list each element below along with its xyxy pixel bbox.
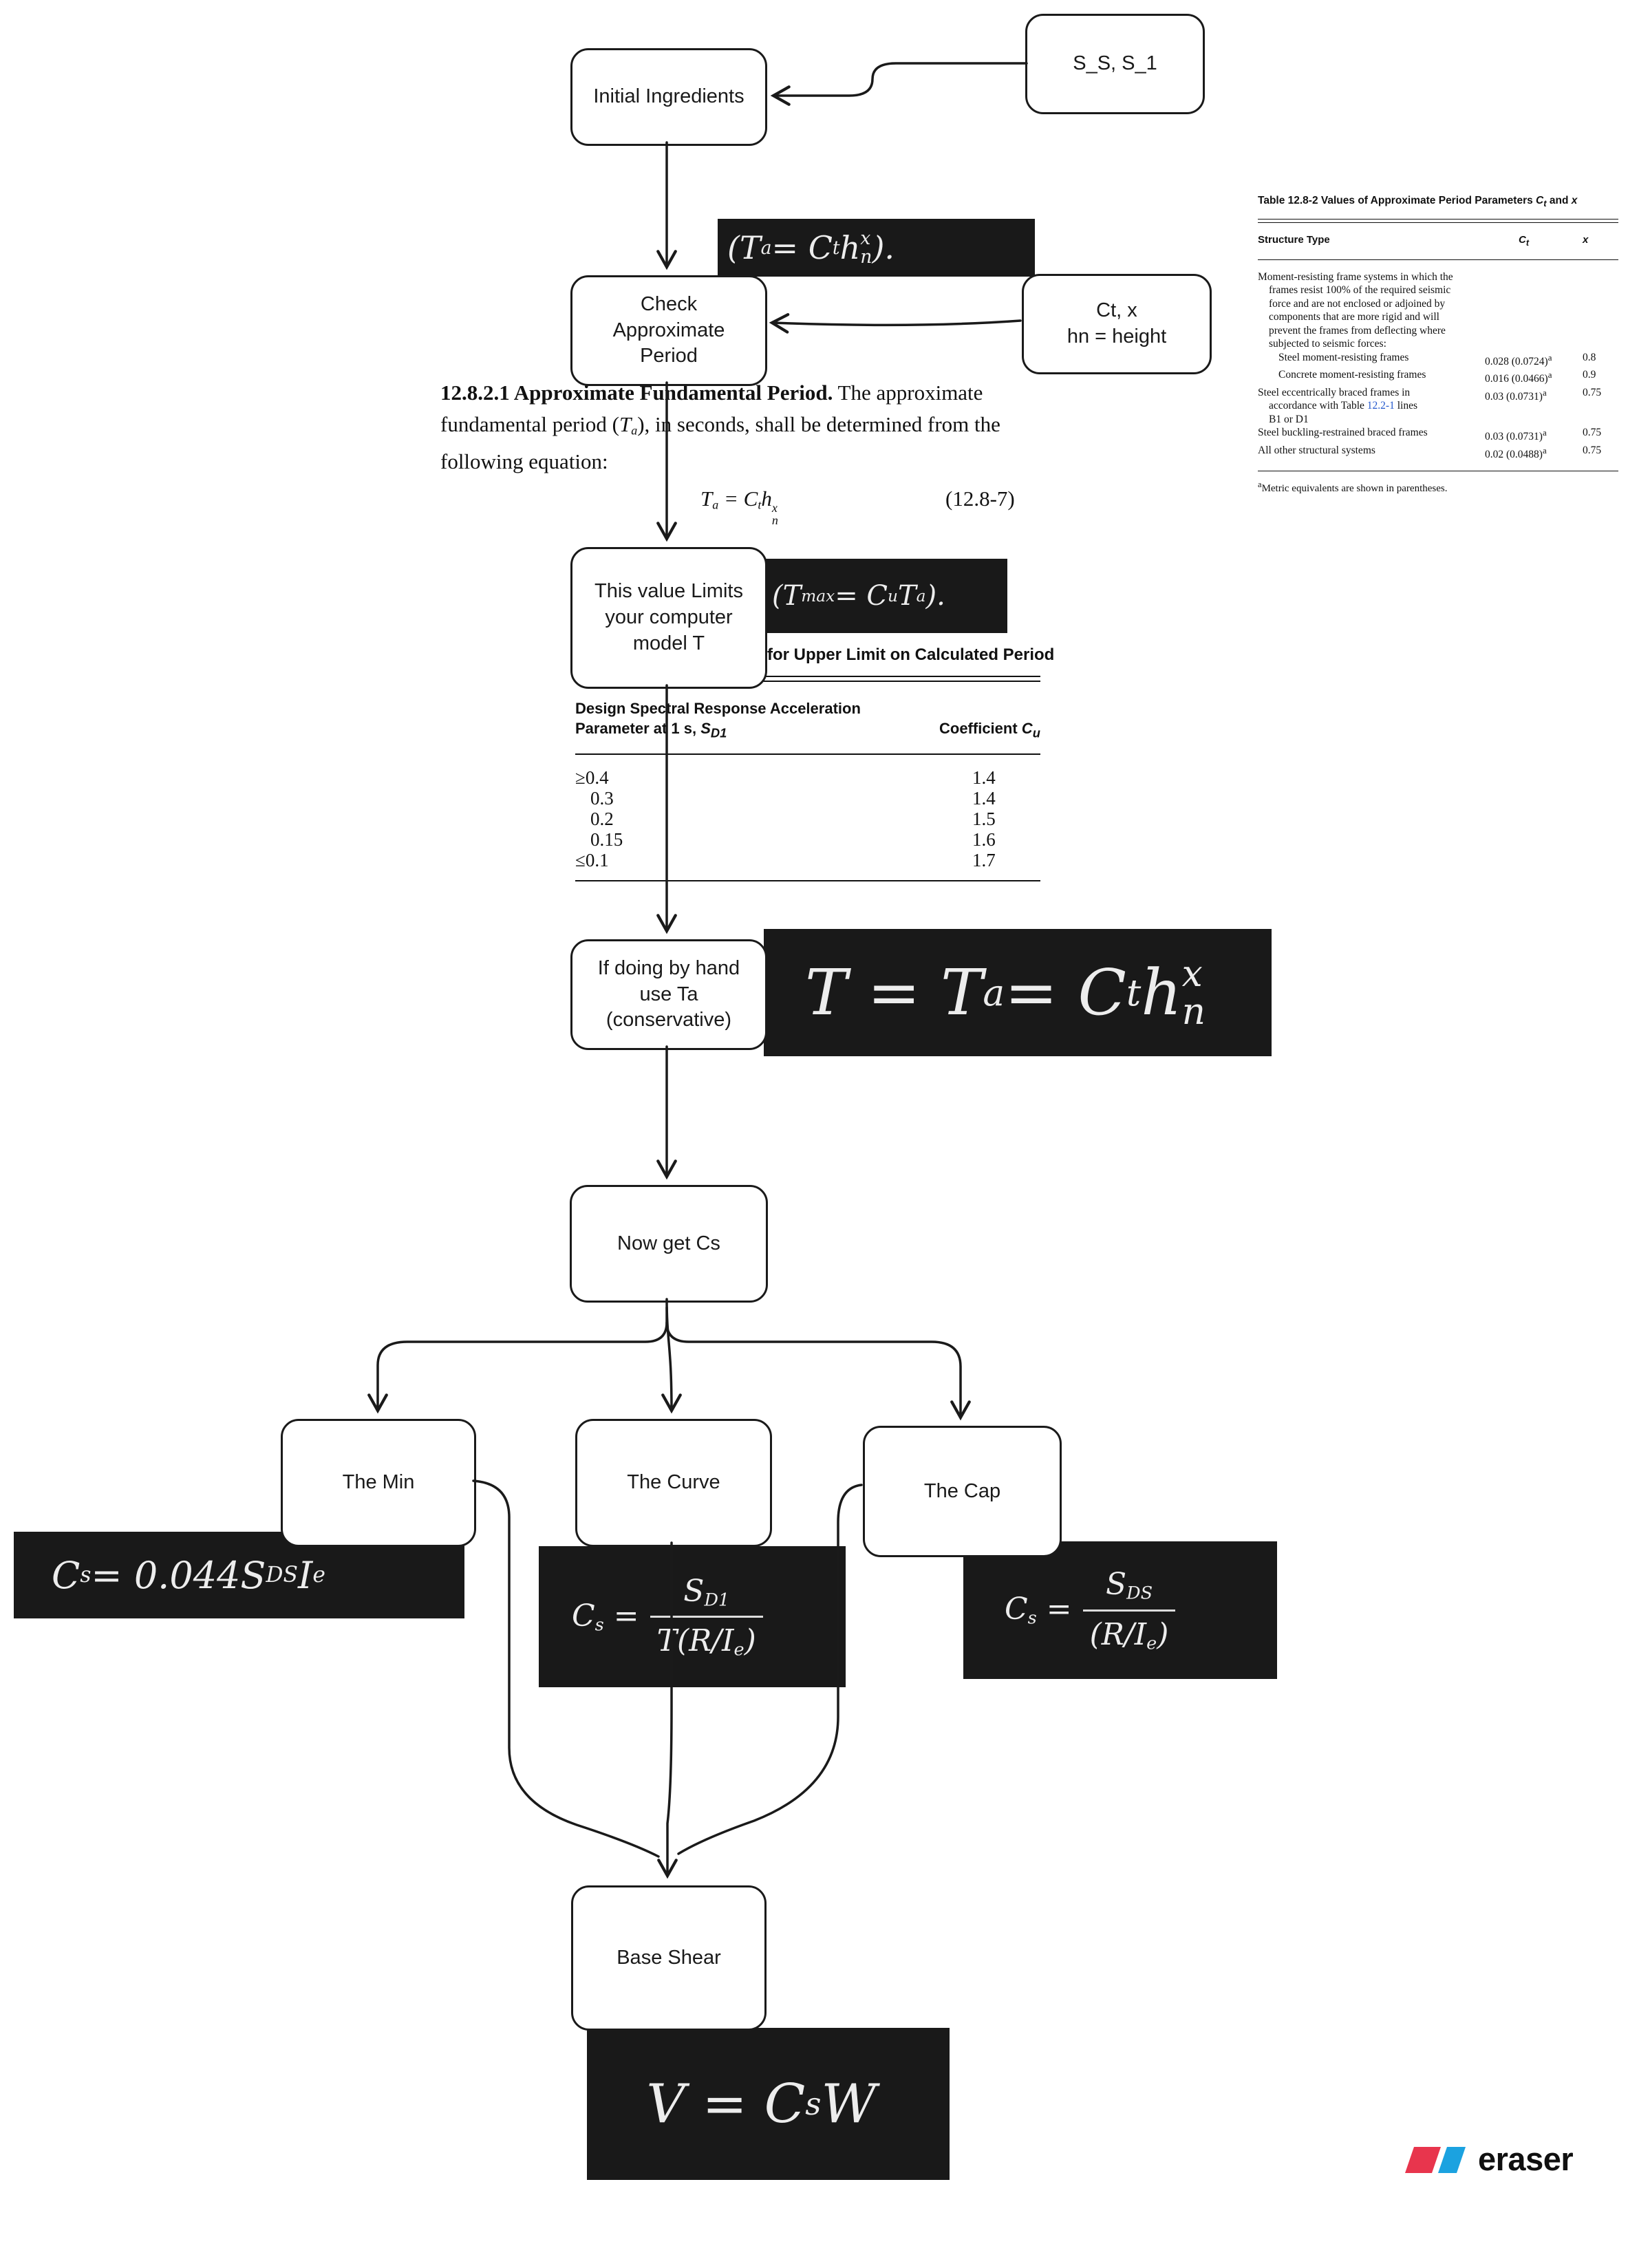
node-ss-s1[interactable]: S_S, S_1 bbox=[1025, 14, 1205, 114]
table-12-8-2-body: Moment-resisting frame systems in which … bbox=[1258, 270, 1618, 462]
edge-ss-to-initial bbox=[770, 62, 1028, 106]
fraction-denominator: T(R/Ie) bbox=[656, 1623, 756, 1660]
node-the-min[interactable]: The Min bbox=[281, 1419, 476, 1547]
equation-number: (12.8-7) bbox=[945, 486, 1015, 511]
node-limit-computer-model[interactable]: This value Limits your computer model T bbox=[570, 547, 767, 689]
fraction: SDS (R/Ie) bbox=[1082, 1567, 1176, 1654]
table-rule bbox=[575, 880, 1040, 882]
table-header: Design Spectral Response Acceleration Pa… bbox=[575, 698, 1040, 742]
node-base-shear[interactable]: Base Shear bbox=[571, 1885, 767, 2031]
edge-cs-to-curve bbox=[661, 1298, 682, 1414]
edge-cs-to-min bbox=[367, 1306, 668, 1414]
edge-cs-to-cap bbox=[665, 1321, 971, 1421]
table-row: Moment-resisting frame systems in which … bbox=[1258, 270, 1453, 350]
column-header: Design Spectral Response Acceleration bbox=[575, 700, 861, 717]
excerpt-line: following equation: bbox=[440, 449, 608, 474]
eraser-logo-red bbox=[1405, 2146, 1441, 2173]
table-rule bbox=[1258, 259, 1618, 260]
edge-ctx-to-check bbox=[769, 313, 1022, 334]
table-header: Structure Type Ct x bbox=[1258, 233, 1618, 250]
eraser-logo-blue bbox=[1438, 2146, 1466, 2173]
table-rule bbox=[575, 753, 1040, 756]
equation-cs-curve: Cs = SD1 T(R/Ie) bbox=[539, 1546, 846, 1687]
table-rule bbox=[1258, 219, 1618, 224]
equation-cs-cap-lhs: Cs = bbox=[1005, 1592, 1072, 1629]
code-excerpt-12-8-2-1: 12.8.2.1 Approximate Fundamental Period.… bbox=[440, 377, 1060, 526]
node-now-get-cs[interactable]: Now get Cs bbox=[570, 1185, 768, 1303]
fraction-denominator: (R/Ie) bbox=[1089, 1616, 1169, 1654]
table-12-8-2: Table 12.8-2 Values of Approximate Perio… bbox=[1258, 194, 1618, 495]
column-header: Structure Type bbox=[1258, 234, 1330, 246]
excerpt-line: fundamental period (Ta), in seconds, sha… bbox=[440, 412, 1000, 438]
eraser-icon bbox=[1405, 2146, 1466, 2173]
column-header: Coefficient Cu bbox=[939, 720, 1040, 740]
node-initial-ingredients[interactable]: Initial Ingredients bbox=[570, 48, 767, 146]
table-title: Table 12.8-2 Values of Approximate Perio… bbox=[1258, 195, 1578, 209]
node-check-approximate-period[interactable]: Check Approximate Period bbox=[570, 275, 767, 386]
fraction-numerator: SDS bbox=[1082, 1567, 1176, 1612]
node-if-by-hand-use-ta[interactable]: If doing by hand use Ta (conservative) bbox=[570, 939, 767, 1050]
eraser-logo[interactable]: eraser bbox=[1404, 2141, 1574, 2177]
fraction: SD1 T(R/Ie) bbox=[650, 1574, 763, 1660]
fraction-numerator: SD1 bbox=[650, 1574, 763, 1618]
node-the-curve[interactable]: The Curve bbox=[575, 1419, 772, 1547]
equation-cs-cap: Cs = SDS (R/Ie) bbox=[963, 1541, 1277, 1679]
node-ct-x-hn[interactable]: Ct, x hn = height bbox=[1022, 274, 1212, 374]
eraser-logo-text: eraser bbox=[1478, 2141, 1574, 2177]
table-rule bbox=[575, 676, 1040, 682]
column-header: Ct bbox=[1519, 234, 1530, 248]
node-the-cap[interactable]: The Cap bbox=[863, 1426, 1062, 1557]
equation-cs-curve-lhs: Cs = bbox=[572, 1598, 639, 1636]
column-header: x bbox=[1583, 234, 1589, 246]
column-header: Parameter at 1 s, SD1 bbox=[575, 720, 727, 740]
table-footnote: aMetric equivalents are shown in parenth… bbox=[1258, 479, 1448, 494]
